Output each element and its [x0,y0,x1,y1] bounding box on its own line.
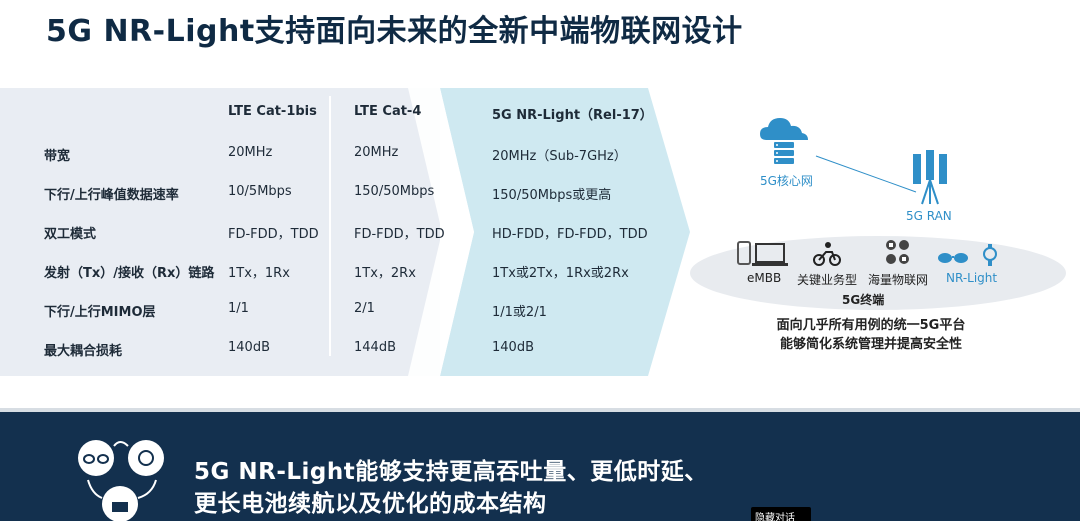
table-cell: 20MHz [354,145,399,160]
device-label-embb: eMBB [747,271,782,285]
table-cell: 144dB [354,340,396,355]
banner-line-2: 更长电池续航以及优化的成本结构 [194,491,547,517]
col-header-cat1bis: LTE Cat-1bis [228,104,317,119]
row-label-peak-rate: 下行/上行峰值数据速率 [44,188,179,203]
table-cell: 10/5Mbps [228,184,292,199]
table-cell: 2/1 [354,301,375,316]
ran-label: 5G RAN [906,209,952,223]
antenna-tower-icon [913,150,947,205]
table-cell: 140dB [492,340,534,355]
table-cell: 1/1或2/1 [492,305,547,320]
table-cell: 20MHz（Sub-7GHz） [492,149,627,164]
hide-dialog-button[interactable]: 隐藏对话 [751,507,811,521]
glasses-watch-icon [938,244,997,266]
table-cell: 20MHz [228,145,273,160]
comparison-table-background [0,88,690,376]
benefits-icon-cluster [78,440,164,521]
table-cell: 1/1 [228,301,249,316]
row-label-duplex: 双工模式 [44,227,97,242]
iot-devices-icon [886,240,909,264]
table-cell: 140dB [228,340,270,355]
row-label-coupling-loss: 最大耦合损耗 [44,344,123,359]
caption-line: 面向几乎所有用例的统一5G平台 [776,318,966,333]
row-label-mimo: 下行/上行MIMO层 [44,305,156,320]
terminal-label: 5G终端 [842,293,885,307]
table-cell: 150/50Mbps [354,184,435,199]
motorbike-icon [813,242,841,266]
table-cell: FD-FDD，TDD [228,227,319,242]
table-cell: 1Tx，1Rx [228,266,290,281]
diagram-caption: 面向几乎所有用例的统一5G平台 能够简化系统管理并提高安全性 [736,316,1006,354]
banner-line-1: 5G NR-Light能够支持更高吞吐量、更低时延、 [194,459,708,485]
terminal-ellipse [690,236,1066,310]
table-cell: 150/50Mbps或更高 [492,188,612,203]
col-header-nrlight: 5G NR-Light（Rel-17） [492,108,653,123]
laptop-phone-icon [737,241,788,266]
device-label-nr-light: NR-Light [946,271,998,285]
cloud-server-icon [760,118,808,164]
summary-banner [0,408,1080,521]
core-network-label: 5G核心网 [760,174,813,188]
table-cell: HD-FDD，FD-FDD，TDD [492,227,648,242]
connection-line [815,155,917,193]
page-title: 5G NR-Light支持面向未来的全新中端物联网设计 [46,14,743,49]
table-cell: 1Tx，2Rx [354,266,416,281]
table-cell: 1Tx或2Tx，1Rx或2Rx [492,266,629,281]
table-cell: FD-FDD，TDD [354,227,445,242]
row-label-bandwidth: 带宽 [44,149,71,164]
row-label-tx-rx: 发射（Tx）/接收（Rx）链路 [44,266,215,281]
device-label-massive-iot: 海量物联网 [868,273,929,287]
col-header-cat4: LTE Cat-4 [354,104,422,119]
device-label-critical: 关键业务型 [797,273,858,287]
caption-line: 能够简化系统管理并提高安全性 [779,337,962,352]
